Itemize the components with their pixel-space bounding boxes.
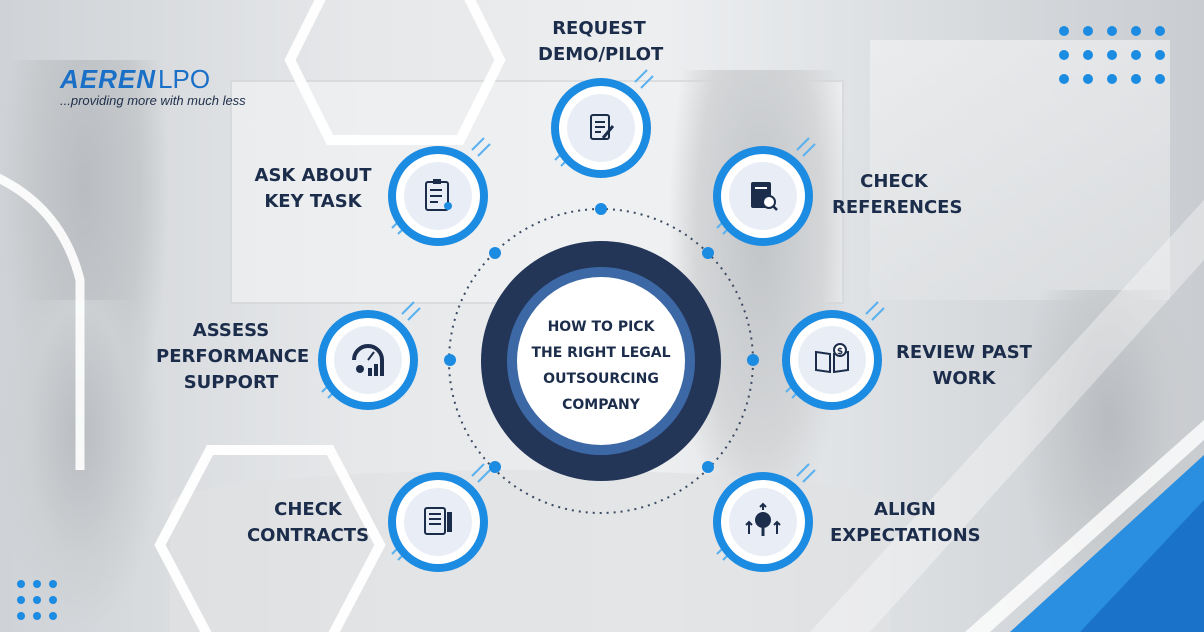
label-line: SUPPORT [183, 372, 279, 393]
label-align-expectations: ALIGN EXPECTATIONS [830, 497, 981, 549]
center-title: HOW TO PICK THE RIGHT LEGAL OUTSOURCING … [528, 314, 674, 418]
svg-text:$: $ [837, 347, 843, 357]
contract-pen-icon [424, 507, 452, 535]
center-title-line: OUTSOURCING [543, 371, 659, 387]
hexagon-outline [154, 445, 386, 632]
label-line: CHECK [860, 171, 928, 192]
step-badge-request-demo [551, 69, 654, 178]
blue-stripe [1080, 500, 1204, 632]
step-badge-check-references [713, 137, 816, 246]
label-line: REVIEW PAST [896, 342, 1032, 363]
logo-name-bold: AEREN [60, 64, 157, 94]
step-badge-review-past-work: $ [782, 301, 885, 410]
label-line: REFERENCES [832, 197, 963, 218]
center-hub [481, 241, 721, 481]
label-check-contracts: CHECK CONTRACTS [246, 497, 370, 549]
open-book-dollar-icon: $ [815, 343, 849, 374]
step-badge-assess-performance [318, 301, 421, 410]
gauge-chart-icon [352, 344, 384, 376]
aeren-lpo-logo: AEREN LPO ...providing more with much le… [60, 64, 246, 108]
label-line: CHECK [274, 499, 342, 520]
dot-grid-bottom-left [17, 580, 57, 620]
label-line: PERFORMANCE [156, 346, 310, 367]
label-line: KEY TASK [264, 191, 362, 212]
step-badge-ask-key-task [388, 137, 491, 246]
label-assess-performance: ASSESS PERFORMANCE SUPPORT [156, 318, 310, 396]
label-review-past-work: REVIEW PAST WORK [896, 340, 1032, 392]
hexagon-outline [284, 0, 506, 145]
label-ask-key-task: ASK ABOUT KEY TASK [254, 163, 372, 215]
label-line: CONTRACTS [246, 525, 370, 546]
step-badge-check-contracts [388, 463, 491, 572]
badge-core [404, 488, 472, 556]
step-badge-align-expectations [713, 463, 816, 572]
label-line: EXPECTATIONS [830, 525, 981, 546]
label-line: ASK ABOUT [254, 165, 372, 186]
dot-grid-top-right [1059, 26, 1165, 84]
center-title-line: THE RIGHT LEGAL [531, 345, 671, 361]
brain-arrows-icon [745, 502, 781, 536]
center-title-line: HOW TO PICK [547, 319, 655, 335]
label-line: ASSESS [192, 320, 270, 341]
document-search-icon [751, 182, 778, 211]
document-edit-icon [590, 114, 615, 140]
label-line: DEMO/PILOT [538, 44, 664, 65]
center-title-line: COMPANY [562, 397, 640, 413]
badge-core [798, 326, 866, 394]
background-window [870, 40, 1170, 300]
label-check-references: CHECK REFERENCES [832, 169, 963, 221]
label-request-demo: REQUEST DEMO/PILOT [538, 16, 664, 68]
logo-name-light: LPO [158, 64, 211, 94]
label-line: WORK [932, 368, 996, 389]
white-stripe [965, 420, 1204, 632]
white-curve [0, 173, 85, 470]
clipboard-checklist-icon [425, 179, 452, 211]
label-line: REQUEST [552, 18, 646, 39]
logo-tagline: ...providing more with much less [60, 93, 246, 108]
label-line: ALIGN [874, 499, 936, 520]
orbit-nodes [444, 203, 759, 473]
white-stripe [810, 200, 1204, 632]
